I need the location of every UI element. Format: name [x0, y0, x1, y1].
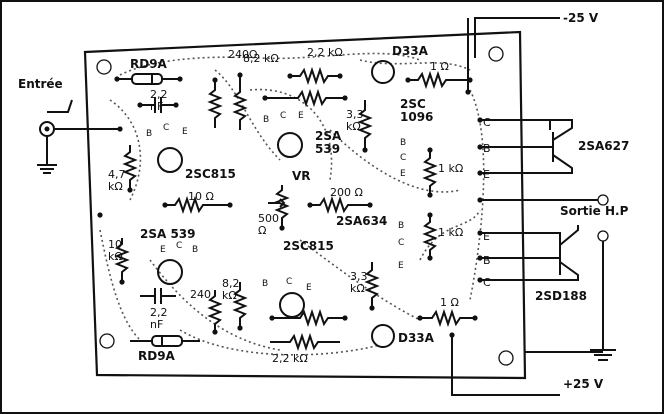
- transistor-2sa627-label: 2SA627: [578, 139, 629, 153]
- pin-e-label: E: [400, 169, 406, 179]
- small-transistor-pins: B C E B C E B C E B C E E C B B C E: [146, 111, 406, 293]
- pin-b-label: B: [400, 138, 406, 148]
- resistor-240-bottom-label: 240: [190, 288, 211, 301]
- zener-diode-top: [117, 73, 180, 85]
- small-transistors: [157, 60, 395, 348]
- transistor-2sd188-label: 2SD188: [535, 289, 587, 303]
- input-connector[interactable]: [37, 99, 120, 174]
- resistor-1k-b-label: 1 kΩ: [438, 226, 463, 239]
- pin-c-label: C: [400, 153, 406, 163]
- pin-e-label: E: [298, 111, 304, 121]
- resistor-240-top-label: 240Ω: [228, 48, 257, 61]
- pin-e-label: E: [306, 283, 312, 293]
- zener-diode-bottom: [130, 335, 200, 347]
- variable-resistor-label: VR: [292, 169, 311, 183]
- transistor-2sc815-top-label: 2SC815: [185, 167, 236, 181]
- capacitor-top: [140, 97, 176, 113]
- input-label: Entrée: [18, 77, 63, 91]
- resistor-1ohm-bottom-label: 1 Ω: [440, 296, 459, 309]
- pin-c-label: C: [483, 276, 491, 289]
- resistor-1k-a-label: 1 kΩ: [438, 162, 463, 175]
- negative-supply-label: -25 V: [563, 11, 599, 25]
- positive-supply-label: +25 V: [563, 377, 604, 391]
- transistor-2sc815-bottom-label: 2SC815: [283, 239, 334, 253]
- capacitor-bottom: [140, 288, 176, 304]
- pin-c-label: C: [280, 111, 286, 121]
- resistor-200ohm-label: 200 Ω: [330, 186, 363, 199]
- transistor-2sa539-bottom-label: 2SA 539: [140, 227, 196, 241]
- pin-c-label: C: [286, 277, 292, 287]
- diode-rd9a-top-label: RD9A: [130, 57, 168, 71]
- resistor-1ohm-top-label: 1 Ω: [430, 60, 449, 73]
- pin-e-label: E: [398, 261, 404, 271]
- diode-rd9a-bottom-label: RD9A: [138, 349, 176, 363]
- power-transistor-2sa627: [480, 119, 573, 174]
- mounting-hole: [96, 59, 112, 75]
- resistor-2k2-bottom-label: 2,2 kΩ: [272, 352, 308, 365]
- pin-b-label: B: [483, 254, 491, 267]
- resistor-8k2-top-label: 8,2 kΩ: [243, 52, 279, 65]
- pin-b-label: B: [262, 279, 268, 289]
- resistor-10ohm-label: 10 Ω: [188, 190, 214, 203]
- mounting-hole: [488, 46, 504, 62]
- pin-c-label: C: [483, 116, 491, 129]
- pin-e-label: E: [160, 245, 166, 255]
- transistor-2sa634-label: 2SA634: [336, 214, 387, 228]
- pin-b-label: B: [483, 142, 491, 155]
- pin-e-label: E: [483, 230, 490, 243]
- pin-b-label: B: [146, 129, 152, 139]
- pcb-traces: [99, 52, 485, 356]
- solder-pads: [97, 72, 483, 338]
- mounting-hole: [99, 333, 115, 349]
- diode-d33a-top-label: D33A: [392, 44, 429, 58]
- resistors: [114, 66, 475, 352]
- output-label: Sortie H.P: [560, 204, 629, 218]
- power-transistor-2sd188: [480, 225, 579, 281]
- pcb-outline: [83, 30, 527, 380]
- pin-c-label: C: [176, 241, 182, 251]
- pin-b-label: B: [263, 115, 269, 125]
- output-terminal[interactable]: [480, 194, 616, 361]
- resistor-2k2-top-label: 2,2 kΩ: [307, 46, 343, 59]
- pin-e-label: E: [182, 127, 188, 137]
- pin-b-label: B: [398, 221, 404, 231]
- pin-b-label: B: [192, 245, 198, 255]
- pin-e-label: E: [483, 168, 490, 181]
- mounting-hole: [498, 350, 514, 366]
- pin-c-label: C: [163, 123, 169, 133]
- diode-d33a-bottom-label: D33A: [398, 331, 435, 345]
- pin-c-label: C: [398, 238, 404, 248]
